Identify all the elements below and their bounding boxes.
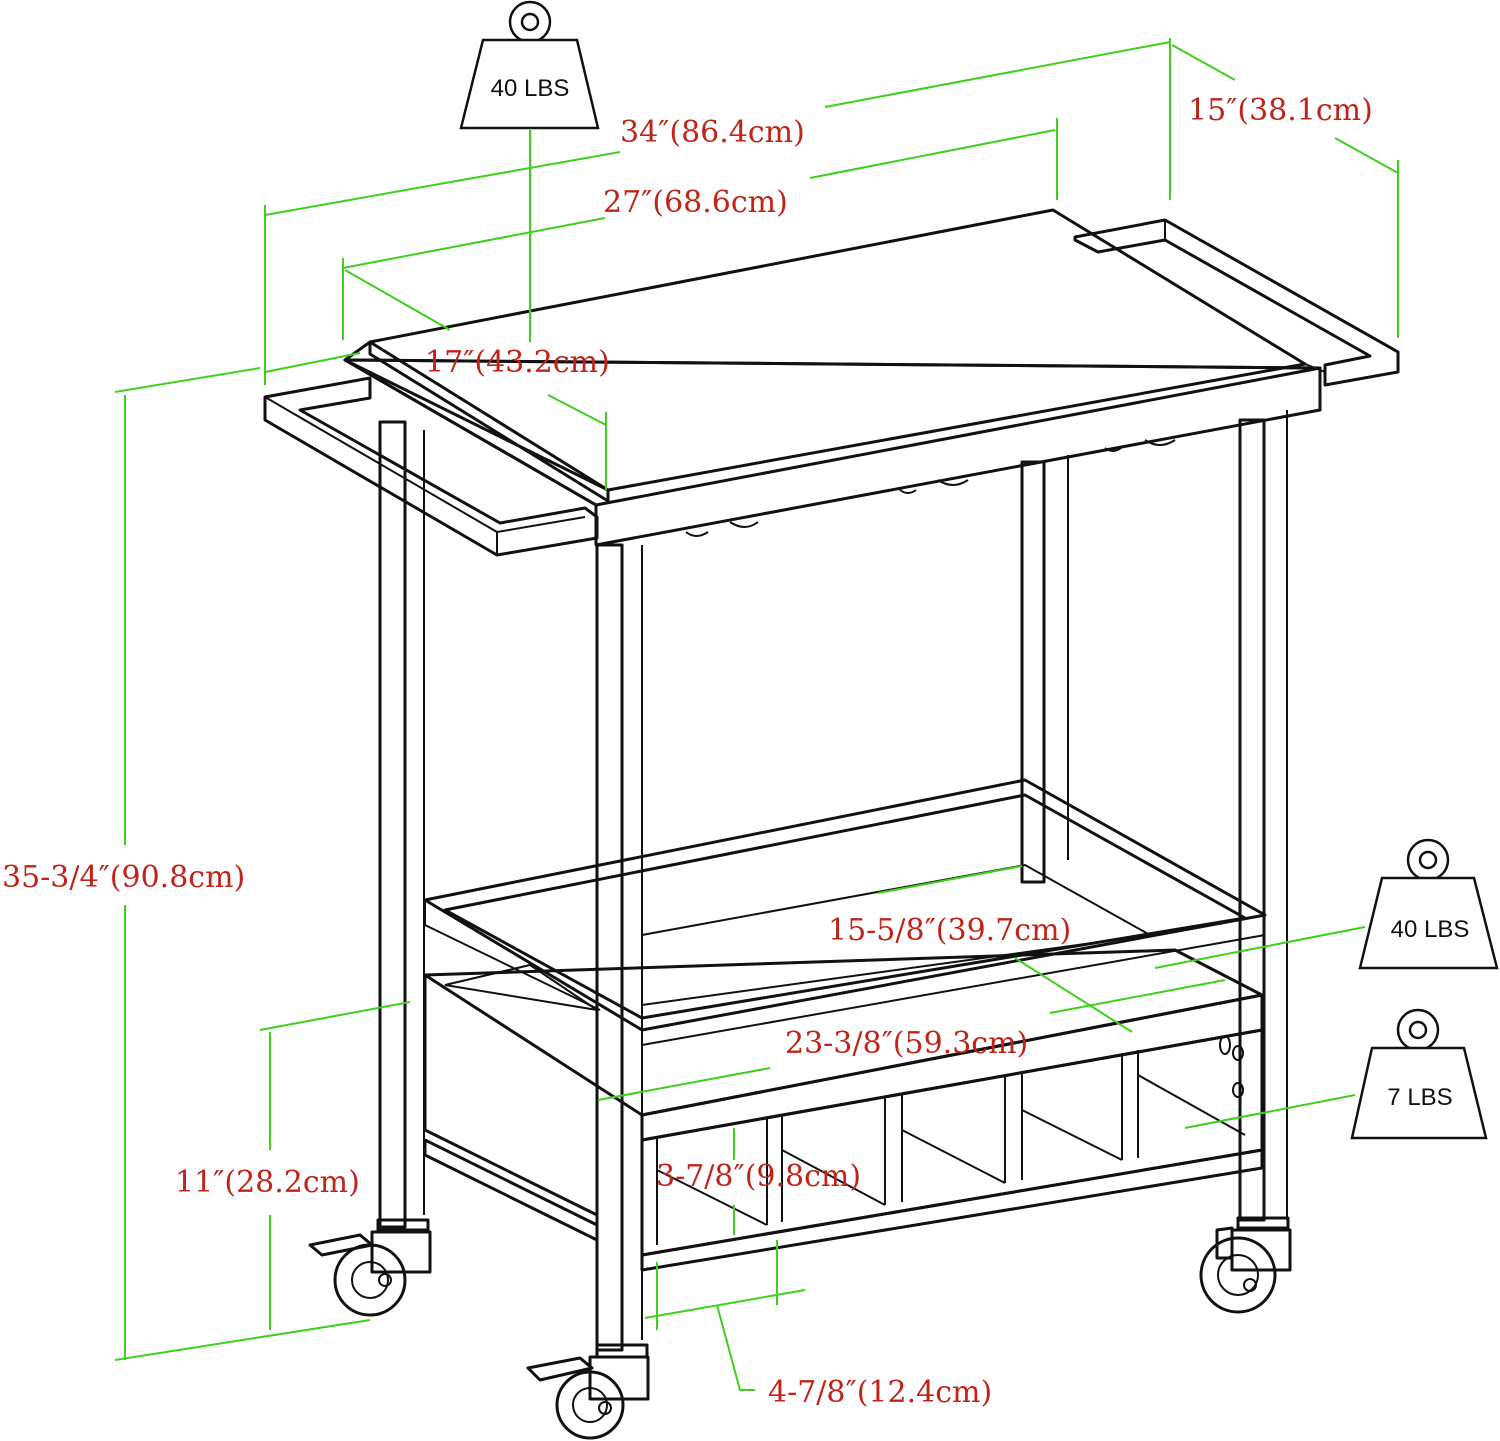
weight-icon-shelf: 40 LBS	[1358, 838, 1499, 970]
shelf-height-label: 11″(28.2cm)	[175, 1165, 360, 1200]
weight-icon-top: 40 LBS	[459, 0, 600, 130]
dimension-lines	[114, 38, 1399, 1391]
caster-left-front	[308, 1218, 432, 1317]
top-depth-label: 17″(43.2cm)	[425, 345, 610, 380]
weight-top-label: 40 LBS	[491, 75, 570, 102]
shelf-width-label: 23-3/8″(59.3cm)	[785, 1026, 1028, 1061]
caster-front	[526, 1343, 650, 1440]
overall-width-label: 34″(86.4cm)	[620, 115, 805, 150]
dimension-labels: 34″(86.4cm) 27″(68.6cm) 15″(38.1cm) 17″(…	[2, 93, 1373, 1410]
top-width-label: 27″(68.6cm)	[603, 185, 788, 220]
caster-right	[1199, 1216, 1292, 1314]
weight-wine-rack-label: 7 LBS	[1387, 1084, 1452, 1111]
weight-icon-wine-rack: 7 LBS	[1350, 1008, 1488, 1140]
weight-shelf-label: 40 LBS	[1391, 916, 1470, 943]
cubby-height-label: 3-7/8″(9.8cm)	[656, 1159, 861, 1194]
overall-height-label: 35-3/4″(90.8cm)	[2, 860, 245, 895]
cart-illustration	[263, 208, 1400, 1440]
cubby-width-label: 4-7/8″(12.4cm)	[768, 1375, 992, 1410]
overall-depth-label: 15″(38.1cm)	[1188, 93, 1373, 128]
shelf-depth-label: 15-5/8″(39.7cm)	[828, 913, 1071, 948]
